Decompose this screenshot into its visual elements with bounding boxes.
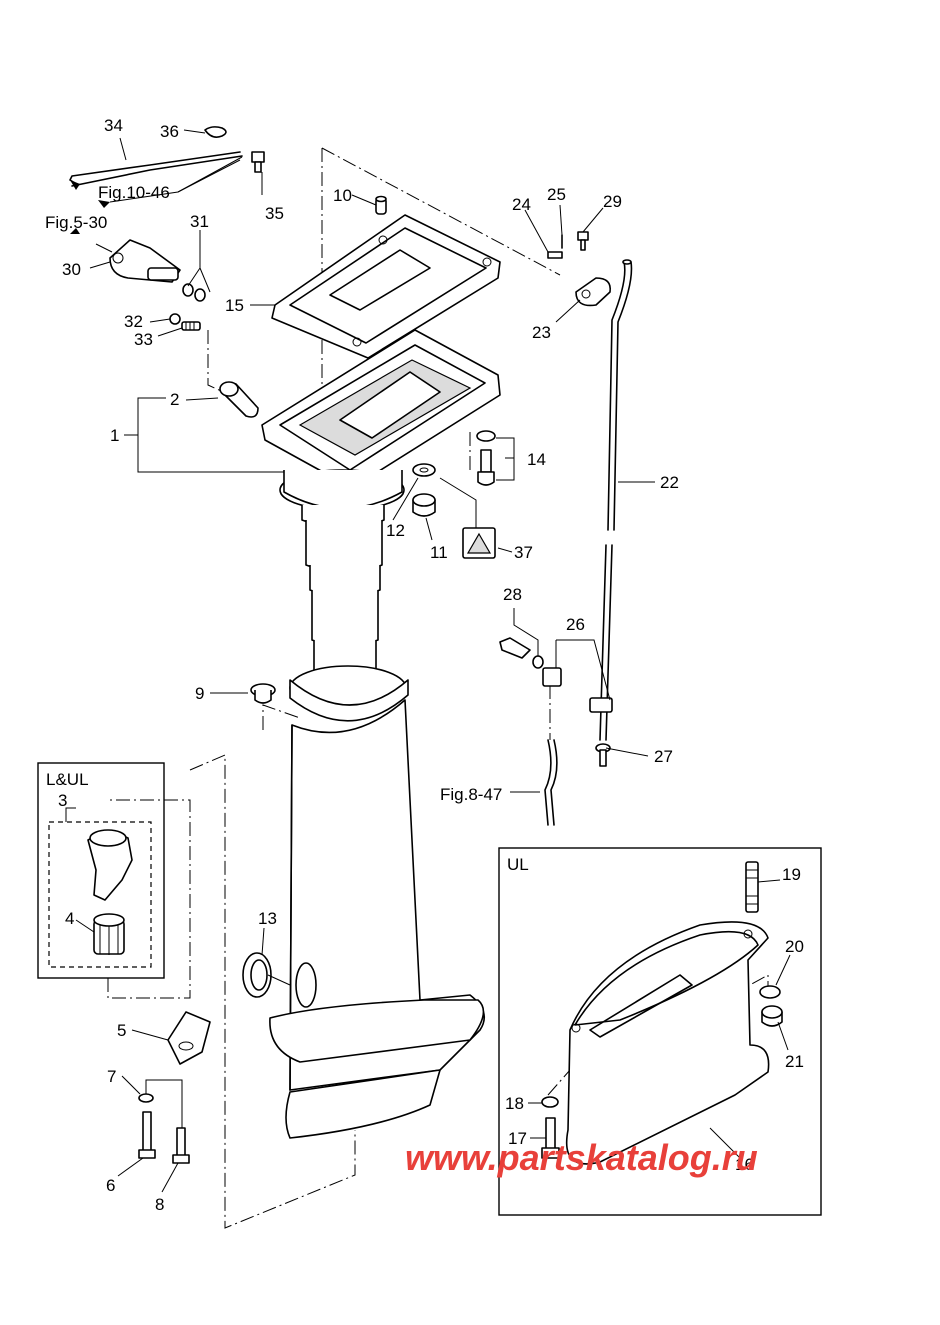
knob-4 — [93, 913, 125, 955]
gasket — [271, 214, 501, 359]
shift-rod-34 — [69, 151, 243, 187]
spring-33 — [181, 321, 201, 331]
callout-27: 27 — [654, 747, 673, 766]
side-grommet — [242, 952, 291, 998]
left-variant-inner-dashed-box — [48, 821, 152, 968]
leader-lines — [65, 129, 791, 1193]
callout-9: 9 — [195, 684, 204, 703]
callout-18: 18 — [505, 1094, 524, 1113]
lower-rod-segment — [544, 739, 558, 826]
callout-24: 24 — [512, 195, 531, 214]
callout-17: 17 — [508, 1129, 527, 1148]
upper-casing — [261, 329, 501, 1139]
drain-plug — [250, 683, 276, 704]
reference-fig-8-47: Fig.8-47 — [440, 785, 502, 804]
callout-26: 26 — [566, 615, 585, 634]
callout-12: 12 — [386, 521, 405, 540]
callout-3: 3 — [58, 791, 67, 810]
shift-rod-22 — [599, 259, 633, 741]
clamp-23 — [575, 277, 612, 307]
callout-16: 16 — [735, 1155, 754, 1174]
watermark: www.partskatalog.ru — [405, 1137, 758, 1178]
washer-7 — [138, 1093, 154, 1103]
callout-29: 29 — [603, 192, 622, 211]
bolt-14 — [477, 449, 495, 486]
rod-end-27 — [595, 743, 611, 767]
left-box-connector-line — [107, 799, 191, 999]
lower-left-connector-line — [145, 1079, 183, 1128]
bolt-35 — [251, 151, 265, 173]
callout-15: 15 — [225, 296, 244, 315]
shift-lever-30 — [109, 239, 181, 283]
dowel-pin — [375, 195, 387, 215]
callout-10: 10 — [333, 186, 352, 205]
callout-30: 30 — [62, 260, 81, 279]
housing-3 — [87, 829, 133, 901]
left-box-label: L&UL — [46, 770, 89, 789]
callout-35: 35 — [265, 204, 284, 223]
assembly-line-pin — [207, 330, 231, 396]
callout-23: 23 — [532, 323, 551, 342]
reference-arrows — [70, 180, 110, 234]
reference-fig-5-30: Fig.5-30 — [45, 213, 107, 232]
screw-29 — [577, 231, 589, 251]
warning-label-37 — [462, 527, 496, 559]
washer-18 — [541, 1096, 559, 1108]
callout-21: 21 — [785, 1052, 804, 1071]
callout-14: 14 — [527, 450, 546, 469]
callout-13: 13 — [258, 909, 277, 928]
bolt-8 — [172, 1127, 190, 1164]
grommet-sleeve — [219, 381, 259, 418]
callout-4: 4 — [65, 909, 74, 928]
bolt-28 — [499, 637, 544, 669]
bolt-17 — [541, 1117, 560, 1159]
callout-2: 2 — [170, 390, 179, 409]
skeg-extension-16 — [566, 921, 770, 1165]
stud-19 — [745, 861, 759, 913]
washer-20 — [759, 985, 781, 999]
bolt-6 — [138, 1111, 156, 1159]
right-box-label: UL — [507, 855, 529, 874]
callout-11: 11 — [430, 543, 448, 562]
nut-21 — [761, 1005, 783, 1027]
clip-36 — [204, 126, 227, 138]
callout-28: 28 — [503, 585, 522, 604]
callout-19: 19 — [782, 865, 801, 884]
callout-31: 31 — [190, 212, 209, 231]
callout-32: 32 — [124, 312, 143, 331]
callout-1: 1 — [110, 426, 119, 445]
callout-6: 6 — [106, 1176, 115, 1195]
nut-11 — [412, 493, 436, 517]
callout-33: 33 — [134, 330, 153, 349]
callout-8: 8 — [155, 1195, 164, 1214]
washer-12 — [412, 463, 436, 477]
connector-26 — [542, 667, 613, 713]
callout-20: 20 — [785, 937, 804, 956]
assembly-line-top-diagonal — [321, 147, 561, 276]
bracket-5 — [167, 1011, 211, 1065]
reference-fig-10-46: Fig.10-46 — [98, 183, 170, 202]
callout-5: 5 — [117, 1021, 126, 1040]
bolt-24 — [547, 251, 563, 259]
washer-14 — [476, 430, 496, 442]
assembly-line-bottom-frame — [189, 754, 356, 1229]
callout-25: 25 — [547, 185, 566, 204]
callout-22: 22 — [660, 473, 679, 492]
callout-34: 34 — [104, 116, 123, 135]
ball-32 — [169, 313, 181, 325]
o-rings-31 — [182, 283, 206, 302]
callout-36: 36 — [160, 122, 179, 141]
ul-variant-box — [498, 847, 822, 1216]
assembly-line-plug — [262, 704, 301, 730]
callout-7: 7 — [107, 1067, 116, 1086]
left-variant-box — [37, 762, 165, 979]
callout-37: 37 — [514, 543, 533, 562]
